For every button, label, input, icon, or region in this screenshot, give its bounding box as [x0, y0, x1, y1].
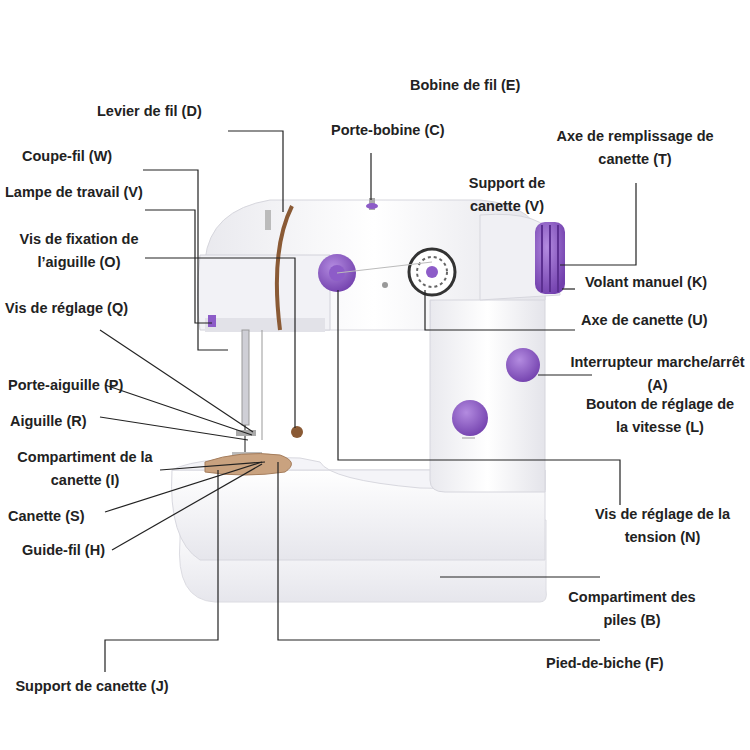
part-label: Support de canette (J): [12, 675, 172, 698]
part-label: Porte-aiguille (P): [8, 374, 178, 397]
part-label: Bouton de réglage de la vitesse (L): [585, 393, 735, 439]
part-label: Axe de remplissage de canette (T): [535, 125, 735, 171]
part-label: Guide-fil (H): [22, 539, 172, 562]
part-label: Compartiment des piles (B): [552, 586, 712, 632]
part-label: Levier de fil (D): [97, 100, 257, 123]
part-label: Interrupteur marche/arrêt (A): [570, 351, 745, 397]
part-label: Bobine de fil (E): [410, 74, 590, 97]
part-label: Canette (S): [8, 505, 158, 528]
part-label: Coupe-fil (W): [22, 145, 172, 168]
leader-lines: [100, 131, 636, 672]
part-label: Volant manuel (K): [585, 271, 750, 294]
part-label: Compartiment de la canette (I): [5, 446, 165, 492]
part-label: Aiguille (R): [10, 410, 160, 433]
part-label: Vis de réglage (Q): [5, 297, 175, 320]
part-label: Vis de fixation de l’aiguille (O): [5, 228, 153, 274]
part-label: Vis de réglage de la tension (N): [590, 503, 735, 549]
part-label: Axe de canette (U): [581, 309, 750, 332]
part-label: Lampe de travail (V): [5, 181, 205, 204]
part-label: Pied-de-biche (F): [546, 652, 726, 675]
part-label: Porte-bobine (C): [331, 119, 491, 142]
part-label: Support de canette (V): [452, 172, 562, 218]
